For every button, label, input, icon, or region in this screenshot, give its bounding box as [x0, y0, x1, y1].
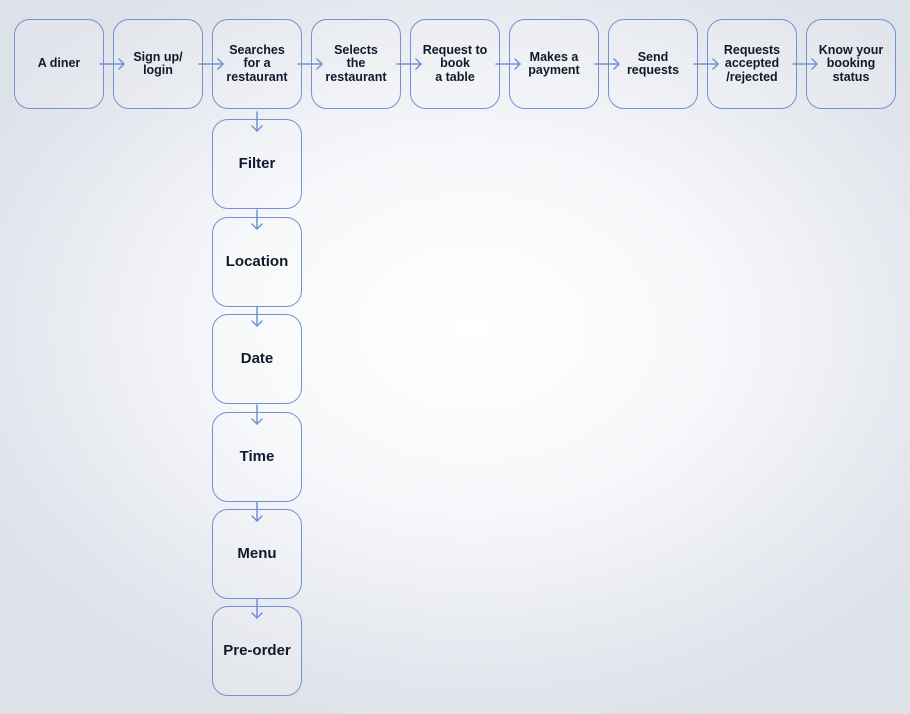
- step-searches-restaurant: Searches for a restaurant: [212, 19, 302, 109]
- step-request-book-table: Request to book a table: [410, 19, 500, 109]
- criteria-label: Pre-order: [223, 641, 291, 659]
- criteria-label: Time: [239, 447, 275, 465]
- step-selects-restaurant: Selects the restaurant: [311, 19, 401, 109]
- step-sign-up-login: Sign up/ login: [113, 19, 203, 109]
- step-label: Send requests: [626, 49, 680, 77]
- criteria-label: Menu: [237, 544, 277, 562]
- criteria-label: Location: [225, 252, 289, 270]
- step-a-diner: A diner: [14, 19, 104, 109]
- criteria-time: Time: [212, 412, 302, 502]
- criteria-label: Filter: [238, 154, 276, 172]
- criteria-pre-order: Pre-order: [212, 606, 302, 696]
- step-requests-accepted-rejected: Requests accepted /rejected: [707, 19, 797, 109]
- step-label: Makes a payment: [528, 49, 580, 77]
- step-know-booking-status: Know your booking status: [806, 19, 896, 109]
- step-label: Searches for a restaurant: [226, 42, 288, 84]
- step-makes-payment: Makes a payment: [509, 19, 599, 109]
- criteria-location: Location: [212, 217, 302, 307]
- step-label: A diner: [37, 56, 81, 71]
- criteria-date: Date: [212, 314, 302, 404]
- criteria-label: Date: [240, 349, 274, 367]
- step-send-requests: Send requests: [608, 19, 698, 109]
- step-label: Know your booking status: [818, 42, 884, 84]
- step-label: Selects the restaurant: [325, 42, 387, 84]
- step-label: Request to book a table: [422, 42, 488, 84]
- step-label: Requests accepted /rejected: [723, 42, 781, 84]
- step-label: Sign up/ login: [133, 49, 183, 77]
- criteria-filter: Filter: [212, 119, 302, 209]
- criteria-menu: Menu: [212, 509, 302, 599]
